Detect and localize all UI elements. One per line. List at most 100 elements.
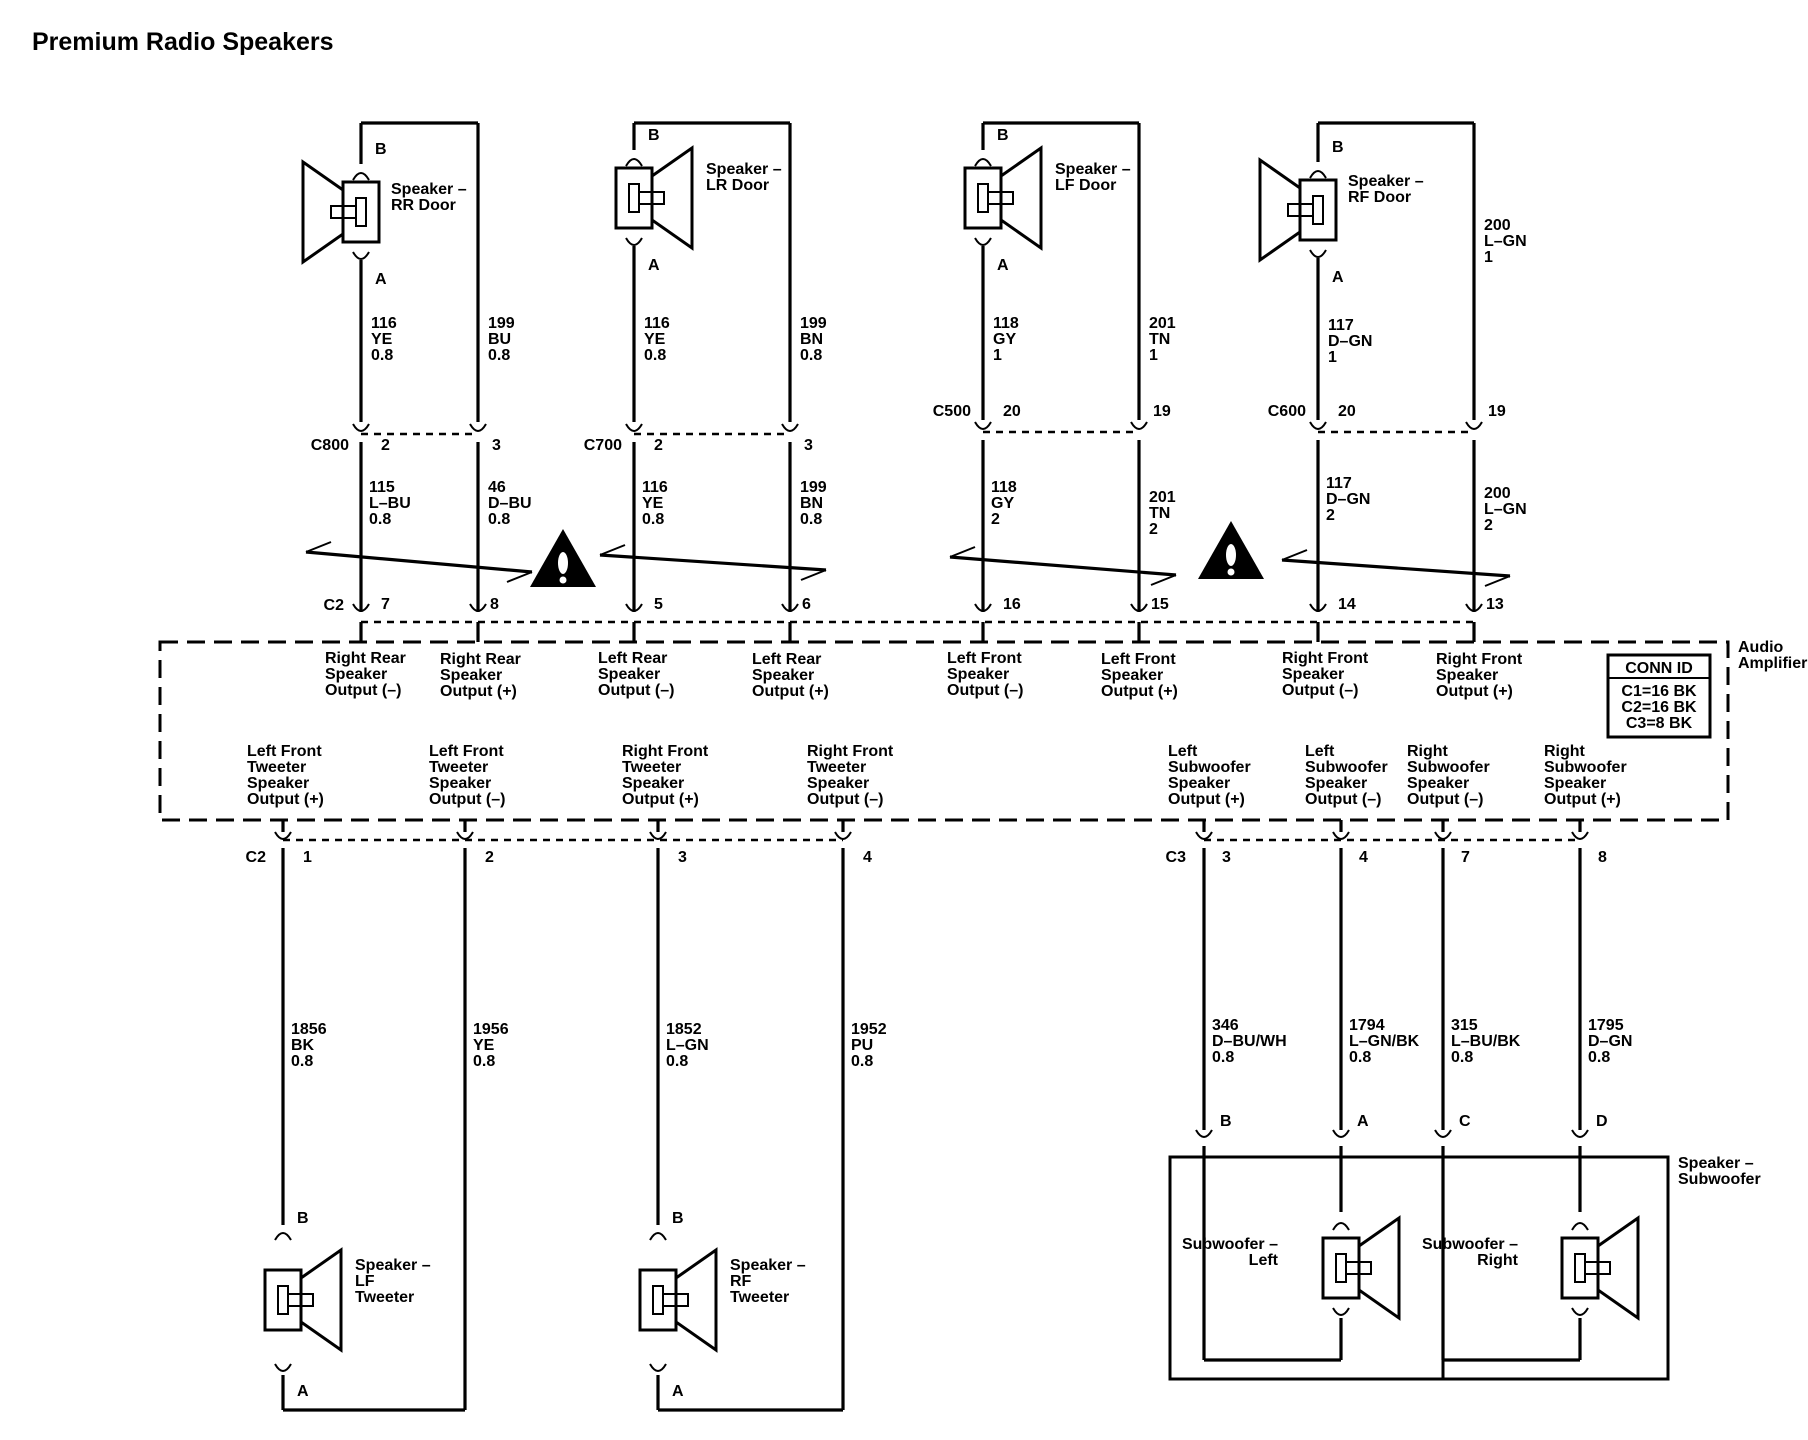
wire-label: YE (371, 331, 393, 348)
wire-label: 1 (1149, 347, 1158, 364)
pin-label: 7 (1461, 849, 1470, 866)
wire-label: BN (800, 331, 823, 348)
wire-label: D–GN (1326, 491, 1370, 508)
connector-terminal-icon (625, 423, 643, 432)
wire-label: 1956 (473, 1021, 509, 1038)
wire-label: 46 (488, 479, 506, 496)
pin-label: 2 (485, 849, 494, 866)
warning-dot (1227, 568, 1235, 576)
connector-terminal-icon (649, 1363, 667, 1372)
shield-tick (949, 546, 976, 558)
amp-output-label: Output (+) (622, 791, 699, 808)
amplifier-name: Audio (1738, 639, 1784, 656)
wire-label: L–BU (369, 495, 411, 512)
connector-name: C500 (933, 403, 971, 420)
amp-output-label: Left Front (947, 650, 1022, 667)
wire-label: 2 (1484, 517, 1493, 534)
connector-terminal-icon (352, 423, 370, 432)
shield-tick (506, 571, 533, 583)
wire-label: TN (1149, 505, 1170, 522)
wire-label: 200 (1484, 217, 1511, 234)
wire-label: L–GN (1484, 501, 1527, 518)
speaker-cone (1357, 1215, 1401, 1321)
pin-label: A (1357, 1113, 1369, 1130)
pin-label: 3 (492, 437, 501, 454)
amp-output-label: Speaker (947, 666, 1009, 683)
pin-label: 5 (654, 596, 663, 613)
shield-tick (1150, 574, 1177, 586)
speaker-name: LR Door (706, 177, 769, 194)
pin-label: A (997, 257, 1009, 274)
amp-output-label: Output (+) (752, 683, 829, 700)
pin-label: 2 (381, 437, 390, 454)
wire-label: 315 (1451, 1017, 1478, 1034)
wire-label: 0.8 (473, 1053, 495, 1070)
wire-label: 0.8 (1212, 1049, 1234, 1066)
subwoofer-name: Speaker – (1678, 1155, 1754, 1172)
pin-label: 15 (1151, 596, 1169, 613)
speaker-coil (1312, 195, 1324, 225)
speaker-icon (1258, 157, 1338, 263)
amp-output-label: Output (–) (1282, 682, 1358, 699)
wire-label: 0.8 (291, 1053, 313, 1070)
wire-label: L–BU/BK (1451, 1033, 1521, 1050)
subwoofer-enclosure (1168, 1155, 1670, 1381)
pin-label: 20 (1338, 403, 1356, 420)
connector-terminal-icon (1332, 831, 1350, 840)
speaker-cone (1596, 1215, 1640, 1321)
page-title: Premium Radio Speakers (32, 28, 334, 56)
connector-terminal-icon (1309, 249, 1327, 258)
subwoofer-right (1441, 1146, 1640, 1362)
wire-label: 116 (642, 479, 668, 496)
pin-label: A (375, 271, 387, 288)
pin-label: 7 (381, 596, 390, 613)
wire-label: L–GN/BK (1349, 1033, 1420, 1050)
connector-terminal-icon (649, 831, 667, 840)
amp-output-label: Subwoofer (1168, 759, 1251, 776)
pin-label: 2 (654, 437, 663, 454)
amp-output-label: Output (–) (429, 791, 505, 808)
wire-label: 2 (1149, 521, 1158, 538)
speaker-body (638, 1268, 678, 1332)
pin-label: 20 (1003, 403, 1021, 420)
amplifier-boundary (158, 640, 1730, 822)
amp-output-label: Speaker (440, 667, 502, 684)
speaker-name: Speaker – (355, 1257, 431, 1274)
speaker-name: RF Door (1348, 189, 1411, 206)
amp-output-label: Speaker (325, 666, 387, 683)
conn-id-row: C1=16 BK (1621, 683, 1697, 700)
speaker-cone (1258, 157, 1302, 263)
amp-output-label: Speaker (1282, 666, 1344, 683)
connector-terminal-icon (352, 251, 370, 260)
shield-tick (800, 569, 827, 581)
wire-label: 0.8 (1588, 1049, 1610, 1066)
connector-terminal-icon (1434, 831, 1452, 840)
amp-output-label: Right Front (1436, 651, 1523, 668)
speaker-coil (355, 197, 367, 227)
amp-output-label: Tweeter (429, 759, 488, 776)
amp-output-label: Output (–) (807, 791, 883, 808)
speaker-name: RR Door (391, 197, 456, 214)
wire-label: BU (488, 331, 511, 348)
speaker-icon (963, 145, 1043, 251)
wire-label: 199 (800, 479, 827, 496)
speaker-name: Tweeter (355, 1289, 414, 1306)
wire-label: 200 (1484, 485, 1511, 502)
amp-output-label: Right Front (622, 743, 709, 760)
amp-output-label: Output (–) (1305, 791, 1381, 808)
amp-output-label: Left Front (247, 743, 322, 760)
pin-label: 19 (1488, 403, 1506, 420)
wire-label: D–BU/WH (1212, 1033, 1287, 1050)
pin-label: A (1332, 269, 1344, 286)
speaker-name: Speaker – (1055, 161, 1131, 178)
amp-output-label: Speaker (622, 775, 684, 792)
amp-output-label: Subwoofer (1305, 759, 1388, 776)
wire-label: 0.8 (369, 511, 391, 528)
